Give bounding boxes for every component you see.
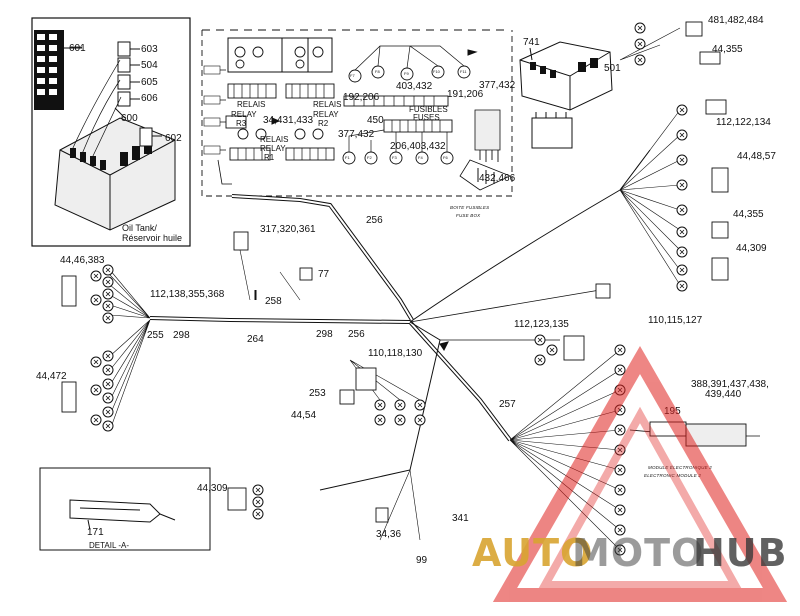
label-206: 206,403,432 bbox=[390, 141, 446, 152]
watermark-hub: HUB bbox=[693, 531, 788, 575]
label-439: 439,440 bbox=[705, 389, 742, 400]
label-600: 600 bbox=[121, 113, 138, 124]
label-4446: 44,46,383 bbox=[60, 255, 105, 266]
label-377-top: 377,432 bbox=[479, 80, 516, 91]
fuse-box-fr: BOITE FUSIBLES bbox=[450, 205, 490, 210]
relay-r2-fr: RELAIS bbox=[313, 100, 342, 109]
label-44355-top: 44,355 bbox=[712, 44, 743, 55]
tank-label-fr: Réservoir huile bbox=[122, 233, 183, 243]
label-112-mid: 112,138,355,368 bbox=[150, 289, 225, 300]
label-44472: 44,472 bbox=[36, 371, 67, 382]
label-317: 317,320,361 bbox=[260, 224, 316, 235]
detail-a-inset bbox=[39, 467, 211, 551]
label-256-bottom: 256 bbox=[348, 329, 365, 340]
fuse-f2: F2 bbox=[367, 155, 372, 160]
fuse-f4: F4 bbox=[418, 155, 423, 160]
fuse-f1: F1 bbox=[345, 155, 350, 160]
fuse-f8: F8 bbox=[375, 69, 380, 74]
label-3436: 34,36 bbox=[376, 529, 402, 540]
label-112-bottom: 112,123,135 bbox=[514, 319, 569, 330]
label-450: 450 bbox=[367, 115, 384, 126]
fuse-box-outline bbox=[201, 29, 513, 197]
label-44309-right: 44,309 bbox=[736, 243, 767, 254]
tank-label-en: Oil Tank/ bbox=[122, 223, 157, 233]
relay-r1-fr: RELAIS bbox=[260, 135, 289, 144]
label-606: 606 bbox=[141, 93, 158, 104]
label-44309-bottom: 44,309 bbox=[197, 483, 228, 494]
label-191: 191,206 bbox=[447, 89, 484, 100]
fuse-f3: F3 bbox=[392, 155, 397, 160]
relay-r1-en: RELAY bbox=[260, 144, 286, 153]
label-298-left: 298 bbox=[173, 330, 190, 341]
label-77: 77 bbox=[318, 269, 330, 280]
label-99: 99 bbox=[416, 555, 428, 566]
relay-r2-en: RELAY bbox=[313, 110, 339, 119]
label-44355-right: 44,355 bbox=[733, 209, 764, 220]
fuse-f9: F9 bbox=[404, 71, 409, 76]
label-258: 258 bbox=[265, 296, 282, 307]
relay-r3-en: RELAY bbox=[231, 110, 257, 119]
inset-oil-tank bbox=[31, 17, 191, 247]
relay-r1-id: R1 bbox=[264, 153, 275, 162]
fuse-f11: F11 bbox=[460, 69, 467, 74]
label-341: 341 bbox=[452, 513, 469, 524]
fuses-en: FUSES bbox=[413, 113, 440, 122]
label-253: 253 bbox=[309, 388, 326, 399]
label-603: 603 bbox=[141, 44, 158, 55]
label-602: 602 bbox=[165, 133, 182, 144]
label-741: 741 bbox=[523, 37, 540, 48]
label-256-top: 256 bbox=[366, 215, 383, 226]
label-4448: 44,48,57 bbox=[737, 151, 776, 162]
label-255: 255 bbox=[147, 330, 164, 341]
fuse-box-en: FUSE BOX bbox=[456, 213, 481, 218]
label-501: 501 bbox=[604, 63, 621, 74]
label-4454: 44,54 bbox=[291, 410, 317, 421]
label-192: 192,206 bbox=[343, 92, 380, 103]
label-34: 34,431,433 bbox=[263, 115, 314, 126]
label-481: 481,482,484 bbox=[708, 15, 764, 26]
label-403: 403,432 bbox=[396, 81, 433, 92]
label-171: 171 bbox=[87, 527, 104, 538]
module-fr: MODULE ÉLECTRONIQUE 2 bbox=[648, 465, 712, 470]
watermark-moto: MOTO bbox=[572, 531, 705, 575]
label-605: 605 bbox=[141, 77, 158, 88]
label-110-right: 110,115,127 bbox=[648, 315, 703, 326]
module-en: ELECTRONIC MODULE 2 bbox=[644, 473, 702, 478]
label-601: 601 bbox=[69, 43, 86, 54]
module-501 bbox=[519, 41, 613, 149]
label-detail-a: DETAIL -A- bbox=[89, 541, 130, 550]
label-195: 195 bbox=[664, 406, 681, 417]
label-110-mid: 110,118,130 bbox=[368, 348, 423, 359]
fuse-f7: F7 bbox=[350, 73, 355, 78]
fuse-f6: F6 bbox=[443, 155, 448, 160]
label-504: 504 bbox=[141, 60, 158, 71]
label-257: 257 bbox=[499, 399, 516, 410]
relay-r3-fr: RELAIS bbox=[237, 100, 266, 109]
label-112-top: 112,122,134 bbox=[716, 117, 771, 128]
label-377-mid: 377,432 bbox=[338, 129, 375, 140]
watermark-auto: AUTO bbox=[472, 531, 594, 575]
label-432: 432,466 bbox=[479, 173, 516, 184]
fuse-f10: F10 bbox=[433, 69, 440, 74]
fuses-fr: FUSIBLES bbox=[409, 105, 448, 114]
label-264: 264 bbox=[247, 334, 264, 345]
arrow-icon bbox=[70, 46, 478, 351]
label-298-right: 298 bbox=[316, 329, 333, 340]
relay-r2-id: R2 bbox=[318, 119, 329, 128]
relay-r3-id: R3 bbox=[236, 119, 247, 128]
